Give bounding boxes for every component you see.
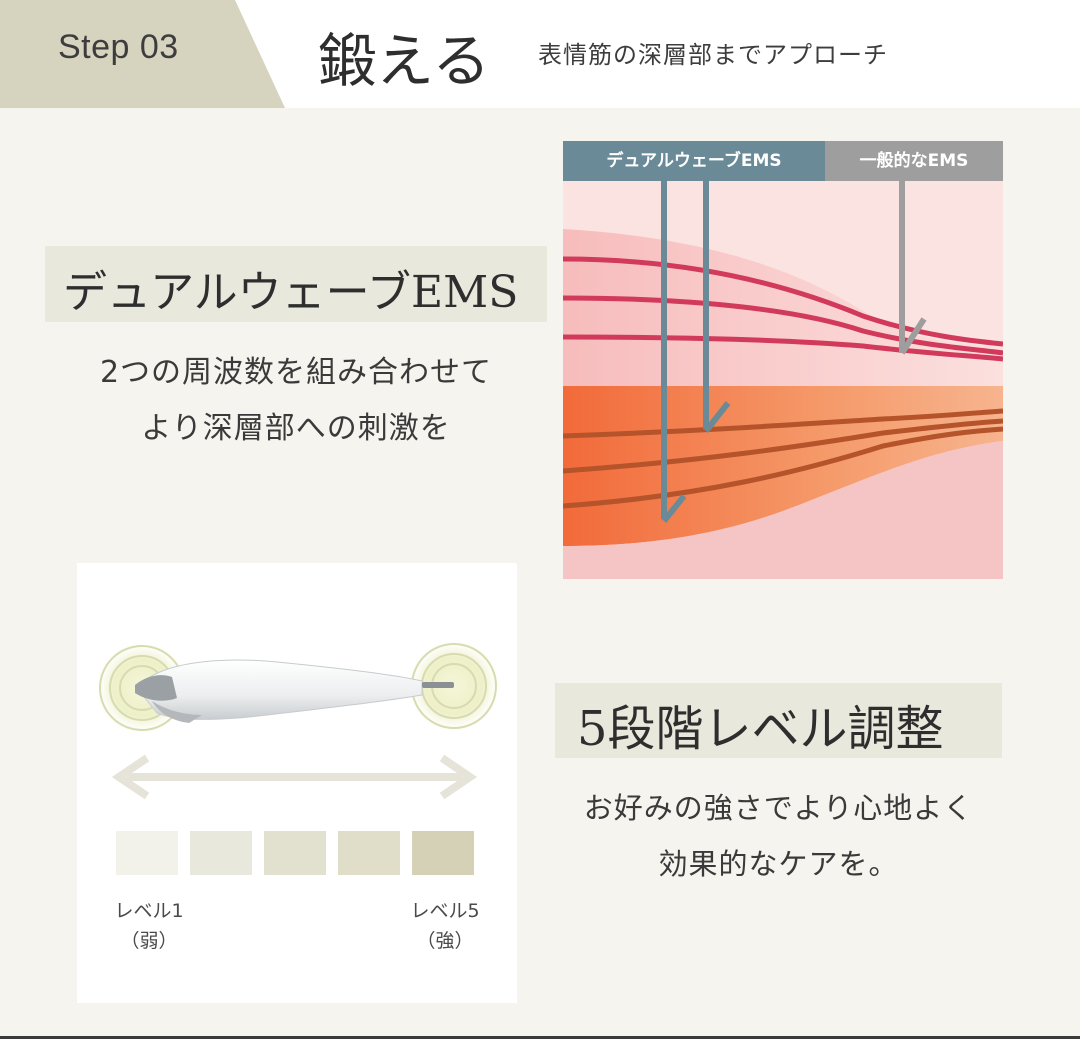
level-4-swatch [338,831,400,875]
general-arrow-head [899,317,927,355]
level-min-sub: （弱） [120,930,178,952]
page-title: 鍛える [318,27,491,95]
level-1-swatch [116,831,178,875]
device-graphic [94,638,502,800]
ems-heading: デュアルウェーブEMS [63,267,519,318]
level-panel: レベル1 （弱） レベル5 （強） [77,563,517,1003]
page-subtitle: 表情筋の深層部までアプローチ [538,41,888,69]
ems-device-image [135,659,454,723]
level-heading-box: 5段階レベル調整 [555,683,1002,758]
level-max-sub: （強） [416,930,474,952]
ems-desc-line-2: より深層部への刺激を [141,411,451,446]
level-desc-line-2: 効果的なケアを。 [658,847,899,881]
lower-wave-2 [563,418,1003,474]
ems-heading-box: デュアルウェーブEMS [45,246,547,322]
level-description: お好みの強さでより心地よく 効果的なケアを。 [550,780,1007,892]
level-3-swatch [264,831,326,875]
deep-layer [563,441,1003,579]
ems-depth-illustration: デュアルウェーブEMS 一般的なEMS [563,141,1003,579]
level-max-label: レベル5 （強） [395,896,495,956]
step-tab [0,0,285,108]
header-bar: Step 03 鍛える 表情筋の深層部までアプローチ [0,0,1080,108]
ems-description: 2つの周波数を組み合わせて より深層部への刺激を [40,345,552,457]
level-max-text: レベル5 [410,900,480,922]
level-min-text: レベル1 [114,900,184,922]
lower-wave-1 [563,408,1003,439]
level-2-swatch [190,831,252,875]
step-label: Step 03 [58,28,179,66]
level-5-swatch [412,831,474,875]
level-range-arrow [111,754,478,800]
level-heading: 5段階レベル調整 [577,701,944,757]
dual-arrow-long-head [661,494,687,523]
bottom-divider [0,1036,1080,1039]
level-desc-line-1: お好みの強さでより心地よく [583,791,974,825]
level-min-label: レベル1 （弱） [99,896,199,956]
ems-desc-line-1: 2つの周波数を組み合わせて [99,355,493,390]
depth-illustration-graphic [563,181,1003,579]
dual-ems-tab: デュアルウェーブEMS [563,141,825,181]
general-ems-tab: 一般的なEMS [825,141,1003,181]
dual-arrow-short-head [703,401,731,433]
